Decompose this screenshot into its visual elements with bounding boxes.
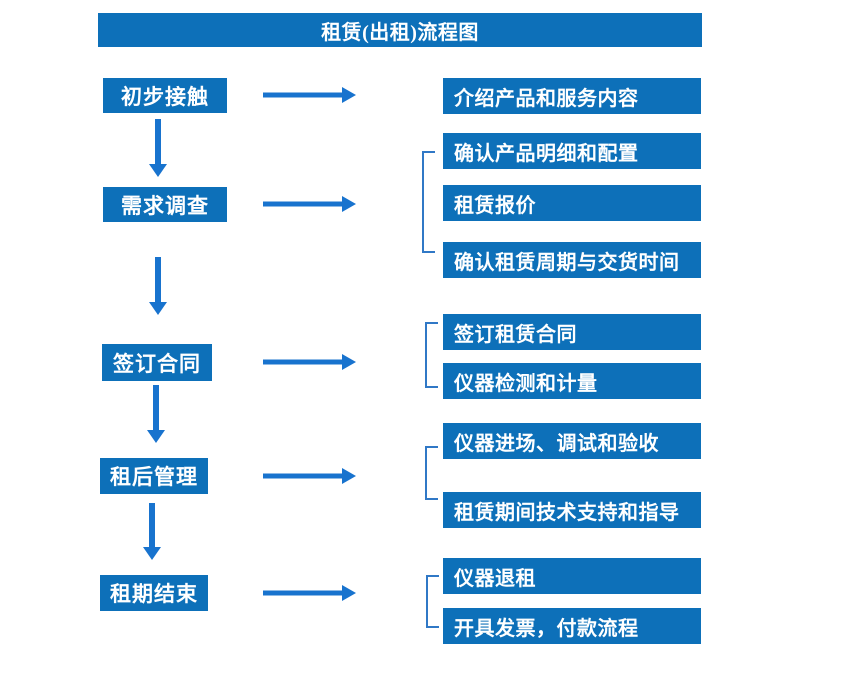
- output-box-confirm-period: 确认租赁周期与交货时间: [443, 242, 701, 278]
- right-arrow-icon: [263, 468, 356, 484]
- output-box-rental-quote: 租赁报价: [443, 185, 701, 221]
- right-arrow-icon: [263, 87, 356, 103]
- stage-box-sign-contract: 签订合同: [102, 344, 212, 381]
- output-box-confirm-details: 确认产品明细和配置: [443, 133, 701, 169]
- group-bracket: [422, 151, 435, 253]
- flowchart-title: 租赁(出租)流程图: [98, 13, 702, 47]
- down-arrow-icon: [149, 257, 167, 315]
- output-box-instrument-testing: 仪器检测和计量: [443, 363, 701, 399]
- stage-box-post-rental-management: 租后管理: [100, 458, 208, 494]
- right-arrow-icon: [263, 585, 356, 601]
- output-box-instrument-setup: 仪器进场、调试和验收: [443, 423, 701, 459]
- output-box-technical-support: 租赁期间技术支持和指导: [443, 492, 701, 528]
- stage-box-demand-survey: 需求调查: [103, 187, 227, 222]
- output-box-invoice-payment: 开具发票，付款流程: [443, 608, 701, 644]
- stage-box-rental-period-end: 租期结束: [100, 575, 208, 611]
- output-box-instrument-return: 仪器退租: [443, 558, 701, 594]
- group-bracket: [426, 575, 439, 628]
- stage-box-initial-contact: 初步接触: [103, 78, 227, 113]
- right-arrow-icon: [263, 354, 356, 370]
- output-box-introduce-products: 介绍产品和服务内容: [443, 78, 701, 114]
- right-arrow-icon: [263, 196, 356, 212]
- down-arrow-icon: [143, 503, 161, 560]
- group-bracket: [425, 446, 438, 500]
- down-arrow-icon: [147, 385, 165, 443]
- group-bracket: [425, 322, 438, 388]
- down-arrow-icon: [149, 119, 167, 177]
- output-box-sign-rental-contract: 签订租赁合同: [443, 314, 701, 350]
